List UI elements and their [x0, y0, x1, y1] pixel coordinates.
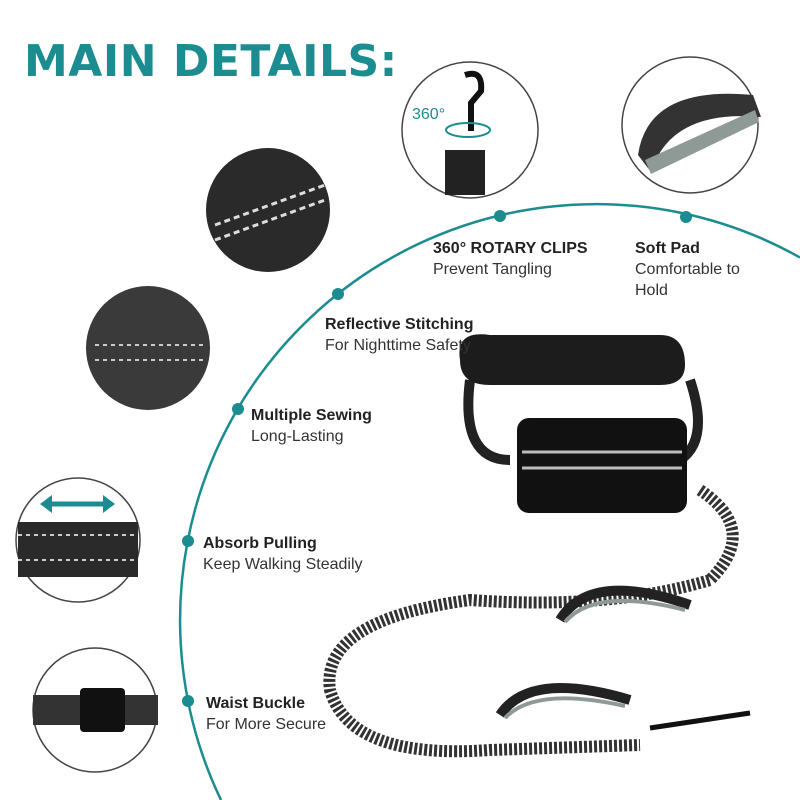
feature-reflective-stitching: Reflective Stitching For Nighttime Safet… — [325, 314, 473, 356]
feature-title: Waist Buckle — [206, 695, 305, 712]
feature-title: Absorb Pulling — [203, 535, 317, 552]
feature-subtitle: Keep Walking Steadily — [203, 556, 363, 573]
feature-arc — [178, 202, 800, 800]
leash-product-image — [323, 334, 751, 758]
detail-reflective-image — [206, 148, 330, 272]
feature-waist-buckle: Waist Buckle For More Secure — [206, 693, 326, 735]
feature-subtitle: For Nighttime Safety — [325, 337, 471, 354]
feature-subtitle: Long-Lasting — [251, 428, 344, 445]
feature-subtitle: For More Secure — [206, 716, 327, 733]
feature-soft-pad: Soft Pad Comfortable to Hold — [635, 238, 765, 301]
feature-title: Multiple Sewing — [251, 407, 372, 424]
detail-clip-image — [401, 61, 539, 199]
feature-title: Reflective Stitching — [325, 316, 474, 333]
feature-multiple-sewing: Multiple Sewing Long-Lasting — [251, 405, 372, 447]
rotation-label: 360° — [412, 106, 446, 123]
detail-buckle-image — [32, 647, 158, 773]
feature-rotary-clips: 360° ROTARY CLIPS Prevent Tangling — [433, 238, 588, 280]
detail-sewing-image — [86, 286, 210, 410]
detail-bungee-image — [15, 477, 141, 603]
feature-title: 360° ROTARY CLIPS — [433, 240, 588, 257]
page-title: MAIN DETAILS: — [24, 36, 398, 87]
arc-dots — [182, 210, 692, 707]
feature-subtitle: Prevent Tangling — [433, 261, 552, 278]
feature-subtitle: Comfortable to Hold — [635, 261, 740, 299]
feature-title: Soft Pad — [635, 240, 700, 257]
feature-absorb-pulling: Absorb Pulling Keep Walking Steadily — [203, 533, 363, 575]
detail-pad-image — [621, 56, 761, 194]
